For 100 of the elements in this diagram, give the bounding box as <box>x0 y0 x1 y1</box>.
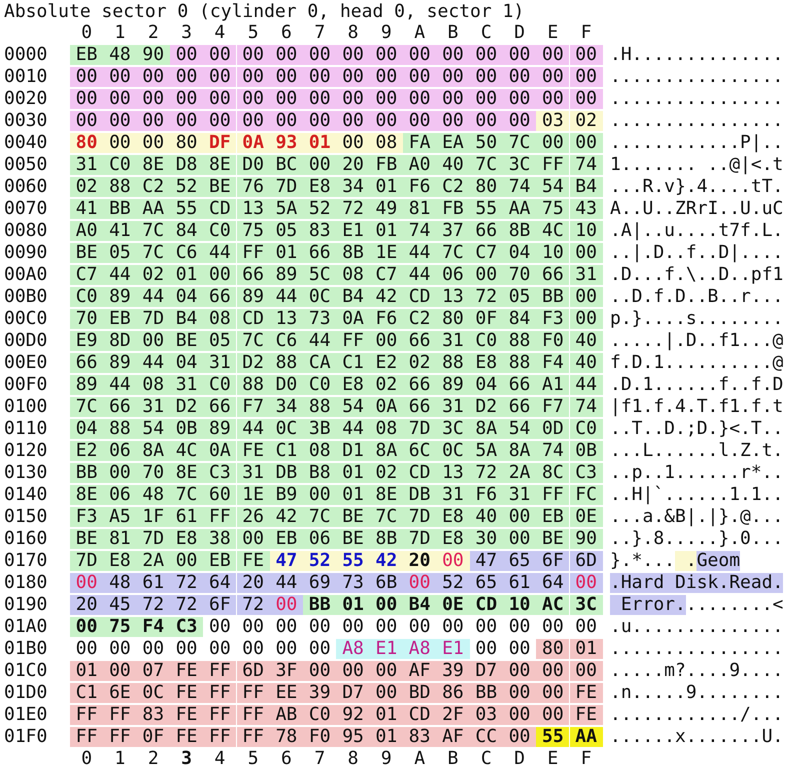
hex-byte: 0A <box>370 397 403 417</box>
hex-byte: DF <box>203 133 236 153</box>
column-header: 9 <box>380 23 393 43</box>
hex-byte: 72 <box>170 595 204 615</box>
hex-byte: 00 <box>270 67 304 87</box>
hex-byte: 66 <box>203 287 236 307</box>
hex-byte: 74 <box>536 441 570 461</box>
hex-byte: C3 <box>170 617 204 637</box>
hex-byte: 01 <box>303 133 336 153</box>
hex-byte: 40 <box>436 155 470 175</box>
hex-byte: FE <box>236 441 270 461</box>
hex-byte: 90 <box>570 529 603 549</box>
hex-byte: 00 <box>303 155 336 175</box>
hex-byte: 0C <box>303 287 336 307</box>
offset-label: 01B0 <box>4 639 48 659</box>
hex-byte: 00 <box>370 595 403 615</box>
hex-byte: 00 <box>570 287 603 307</box>
hex-byte: BE <box>70 529 104 549</box>
hex-byte: C3 <box>203 463 236 483</box>
hex-byte: 74 <box>570 155 603 175</box>
hex-byte: C7 <box>370 265 403 285</box>
hex-byte: 93 <box>270 133 304 153</box>
ascii-text: .u.............. <box>610 617 784 637</box>
column-header: F <box>580 23 593 43</box>
hex-byte: 00 <box>108 639 132 659</box>
hex-byte: 7C <box>470 155 503 175</box>
hex-byte: FF <box>236 705 270 725</box>
hex-byte: 6F <box>536 551 570 571</box>
hex-byte: 01 <box>270 243 304 263</box>
hex-byte: 30 <box>470 529 503 549</box>
hex-byte: 00 <box>170 67 204 87</box>
hex-byte: 00 <box>336 67 370 87</box>
hex-byte: 00 <box>570 243 603 263</box>
hex-byte: D8 <box>170 155 204 175</box>
hex-byte: 66 <box>236 265 270 285</box>
column-header: 7 <box>313 749 326 769</box>
hex-byte: 83 <box>403 727 436 747</box>
hex-byte: FF <box>70 727 104 747</box>
hex-byte: 89 <box>103 353 137 373</box>
offset-label: 01D0 <box>4 683 48 703</box>
hex-byte: BE <box>536 529 570 549</box>
hex-byte: 00 <box>74 639 98 659</box>
hex-byte: 00 <box>470 265 503 285</box>
hex-byte: 03 <box>470 705 503 725</box>
ascii-text: }.*... .Geom <box>610 551 740 571</box>
column-header: 5 <box>246 749 260 769</box>
hex-byte: 52 <box>303 199 336 219</box>
hex-byte: 00 <box>70 111 104 131</box>
hex-byte: 08 <box>370 419 403 439</box>
hex-byte: 00 <box>536 133 570 153</box>
hex-byte: BB <box>470 683 503 703</box>
hex-byte: 00 <box>103 67 137 87</box>
hex-byte: 00 <box>536 45 570 65</box>
hex-byte: 3F <box>270 661 304 681</box>
column-header: F <box>580 749 593 769</box>
hex-byte: 08 <box>203 309 236 329</box>
hex-byte: 41 <box>70 199 104 219</box>
column-header: D <box>513 749 526 769</box>
hex-byte: 90 <box>136 45 170 65</box>
hex-byte: 20 <box>236 573 270 593</box>
ascii-text: ..H|`......1.1.. <box>610 485 784 505</box>
hex-byte: 00 <box>502 727 536 747</box>
hex-byte: 00 <box>436 89 470 109</box>
offset-label: 0170 <box>4 551 48 571</box>
hex-byte: 13 <box>236 199 270 219</box>
hex-byte: 31 <box>570 265 603 285</box>
hex-byte: E8 <box>336 375 370 395</box>
hex-byte: 8E <box>370 485 403 505</box>
hex-byte: 8E <box>170 463 204 483</box>
hex-byte: FE <box>570 683 603 703</box>
hex-byte: 42 <box>370 551 403 571</box>
hex-byte: 72 <box>470 287 503 307</box>
hex-byte: 7D <box>403 529 436 549</box>
hex-byte: FE <box>170 661 204 681</box>
hex-byte: 83 <box>136 705 170 725</box>
hex-byte: 00 <box>170 89 204 109</box>
hex-byte: 00 <box>502 507 536 527</box>
hex-byte: 66 <box>403 375 436 395</box>
hex-byte: 05 <box>270 221 304 241</box>
hex-byte: 34 <box>270 397 304 417</box>
hex-byte: 7C <box>170 485 204 505</box>
hex-byte: 06 <box>436 265 470 285</box>
hex-byte: 2F <box>436 705 470 725</box>
hex-byte: FF <box>203 661 236 681</box>
hex-byte: A8 <box>336 639 370 659</box>
column-header: 6 <box>280 23 293 43</box>
hex-byte: 10 <box>570 221 603 241</box>
hex-byte: 7C <box>303 507 336 527</box>
hex-byte: CD <box>470 595 503 615</box>
offset-label: 0020 <box>4 89 48 109</box>
hex-byte: FF <box>70 705 104 725</box>
column-header: 2 <box>146 749 160 769</box>
hex-byte: F4 <box>136 617 170 637</box>
hex-byte: 84 <box>170 221 204 241</box>
hex-byte: 66 <box>70 353 104 373</box>
hex-byte: 70 <box>136 463 170 483</box>
offset-label: 00C0 <box>4 309 48 329</box>
hex-byte: 00 <box>308 639 332 659</box>
hex-byte: 42 <box>370 287 403 307</box>
hex-byte: 80 <box>470 177 503 197</box>
